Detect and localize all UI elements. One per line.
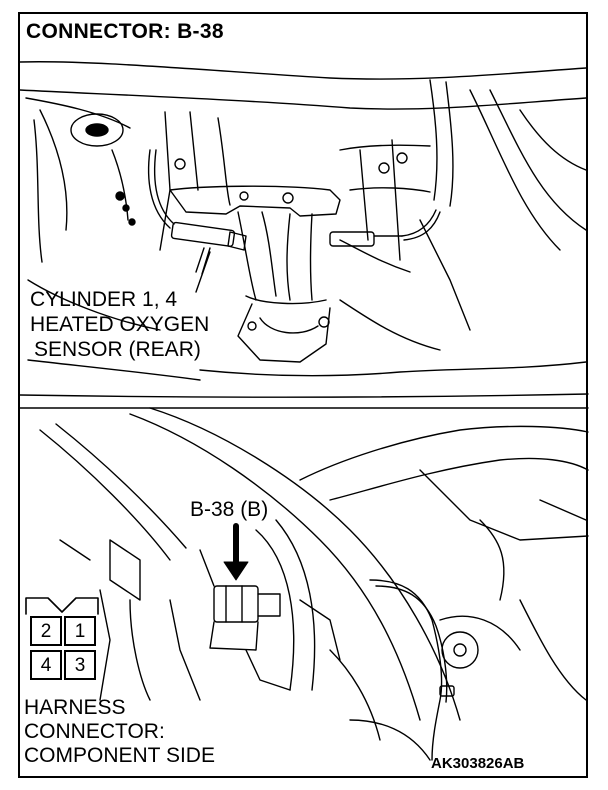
pin-2: 2: [30, 616, 62, 646]
exhaust-manifold-drawing: [19, 61, 589, 398]
pin-4: 4: [30, 650, 62, 680]
connector-title: CONNECTOR: B-38: [26, 20, 224, 43]
figure-code: AK303826AB: [431, 755, 525, 772]
harness-label-line-1: HARNESS: [24, 696, 126, 719]
sensor-label-line-2: HEATED OXYGEN: [30, 313, 210, 336]
pin-1: 1: [64, 616, 96, 646]
pin-3: 3: [64, 650, 96, 680]
connector-callout: B-38 (B): [190, 498, 269, 521]
harness-label-line-2: CONNECTOR:: [24, 720, 165, 743]
sensor-label-line-1: CYLINDER 1, 4: [30, 288, 178, 311]
harness-area-drawing: [19, 407, 589, 761]
sensor-label-line-3: SENSOR (REAR): [34, 338, 201, 361]
harness-label-line-3: COMPONENT SIDE: [24, 744, 215, 767]
